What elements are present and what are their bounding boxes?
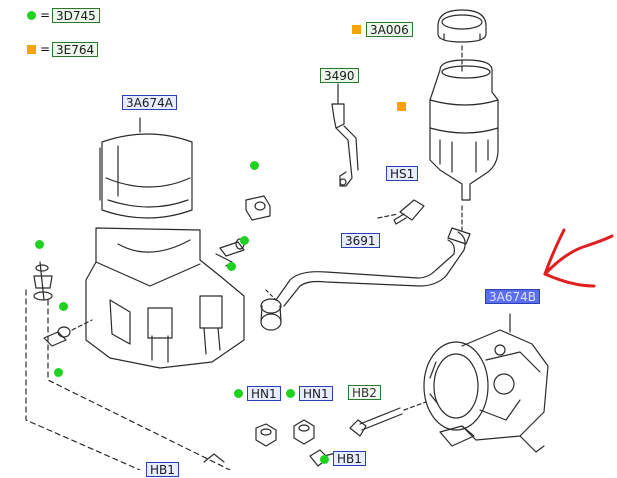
marker-green-dot [59,302,68,311]
marker-green-dot [240,236,249,245]
marker-green-dot [250,161,259,170]
mount-left [33,261,53,301]
bolt-hb2 [349,401,427,437]
reservoir [429,59,499,201]
legend-equals: = [40,42,51,56]
bracket-3490 [331,83,359,187]
marker-orange-square [352,25,361,34]
hose-3691 [260,205,471,331]
marker-green-dot [35,240,44,249]
marker-green-dot [286,389,295,398]
part-label-3a674b[interactable]: 3A674B [485,289,540,304]
marker-green-dot [54,368,63,377]
part-label-3a674a[interactable]: 3A674A [122,95,177,110]
part-label-hn1[interactable]: HN1 [299,386,333,401]
legend-label-3e764[interactable]: 3E764 [52,42,99,57]
marker-orange-square [397,102,406,111]
mount-lower-left [43,319,93,347]
bolt-hs1 [377,199,425,225]
red-arrow [543,228,614,288]
part-label-hb1[interactable]: HB1 [333,451,366,466]
part-label-3691[interactable]: 3691 [341,233,380,248]
legend-equals: = [40,8,51,22]
pump-assembly-3a674a [85,117,245,369]
pump-3a674b [423,313,549,453]
legend-green-dot [27,11,36,20]
legend-label-3d745[interactable]: 3D745 [52,8,100,23]
reservoir-cap [437,9,487,43]
nut-hn1-right [293,419,315,445]
part-label-hb2[interactable]: HB2 [348,385,381,400]
mount-right-upper [245,195,271,221]
part-label-3a006[interactable]: 3A006 [366,22,413,37]
legend-orange-square [27,45,36,54]
part-label-hs1[interactable]: HS1 [386,166,419,181]
marker-green-dot [227,262,236,271]
clip [203,453,225,463]
nut-hn1-left [255,423,277,447]
part-label-3490[interactable]: 3490 [320,68,359,83]
part-label-hn1[interactable]: HN1 [247,386,281,401]
marker-green-dot [320,455,329,464]
marker-green-dot [234,389,243,398]
